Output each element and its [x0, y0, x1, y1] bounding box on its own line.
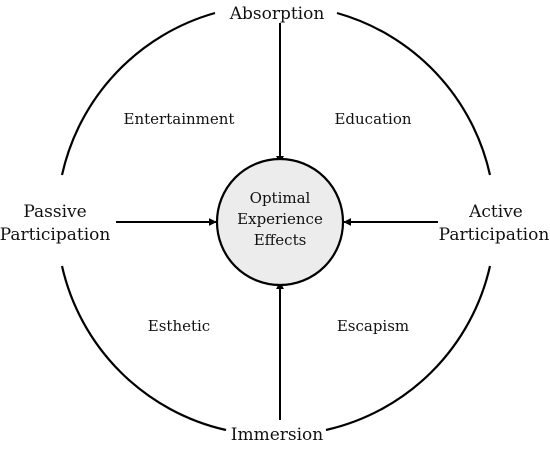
quadrant-label-escapism: Escapism: [337, 317, 409, 335]
quadrant-label-esthetic: Esthetic: [148, 317, 210, 335]
center-label-line-1: Optimal: [250, 189, 311, 207]
pole-label-active-line-2: Participation: [439, 225, 550, 245]
pole-label-active-line-1: Active: [468, 202, 523, 222]
center-label-line-2: Experience: [237, 210, 323, 228]
outer-arc-bottom-left: [60, 265, 227, 432]
quadrant-label-education: Education: [334, 110, 411, 128]
pole-label-passive-line-2: Participation: [0, 225, 110, 245]
outer-arc-top-left: [60, 11, 216, 176]
center-circle: [215, 157, 345, 287]
pole-label-absorption: Absorption: [229, 4, 325, 24]
quadrant-label-entertainment: Entertainment: [124, 110, 235, 128]
center-label-line-3: Effects: [254, 231, 307, 249]
outer-arc-bottom-right: [325, 265, 492, 432]
pole-label-passive-line-1: Passive: [23, 202, 86, 222]
pole-label-immersion: Immersion: [231, 425, 324, 444]
outer-arc-top-right: [336, 11, 492, 176]
